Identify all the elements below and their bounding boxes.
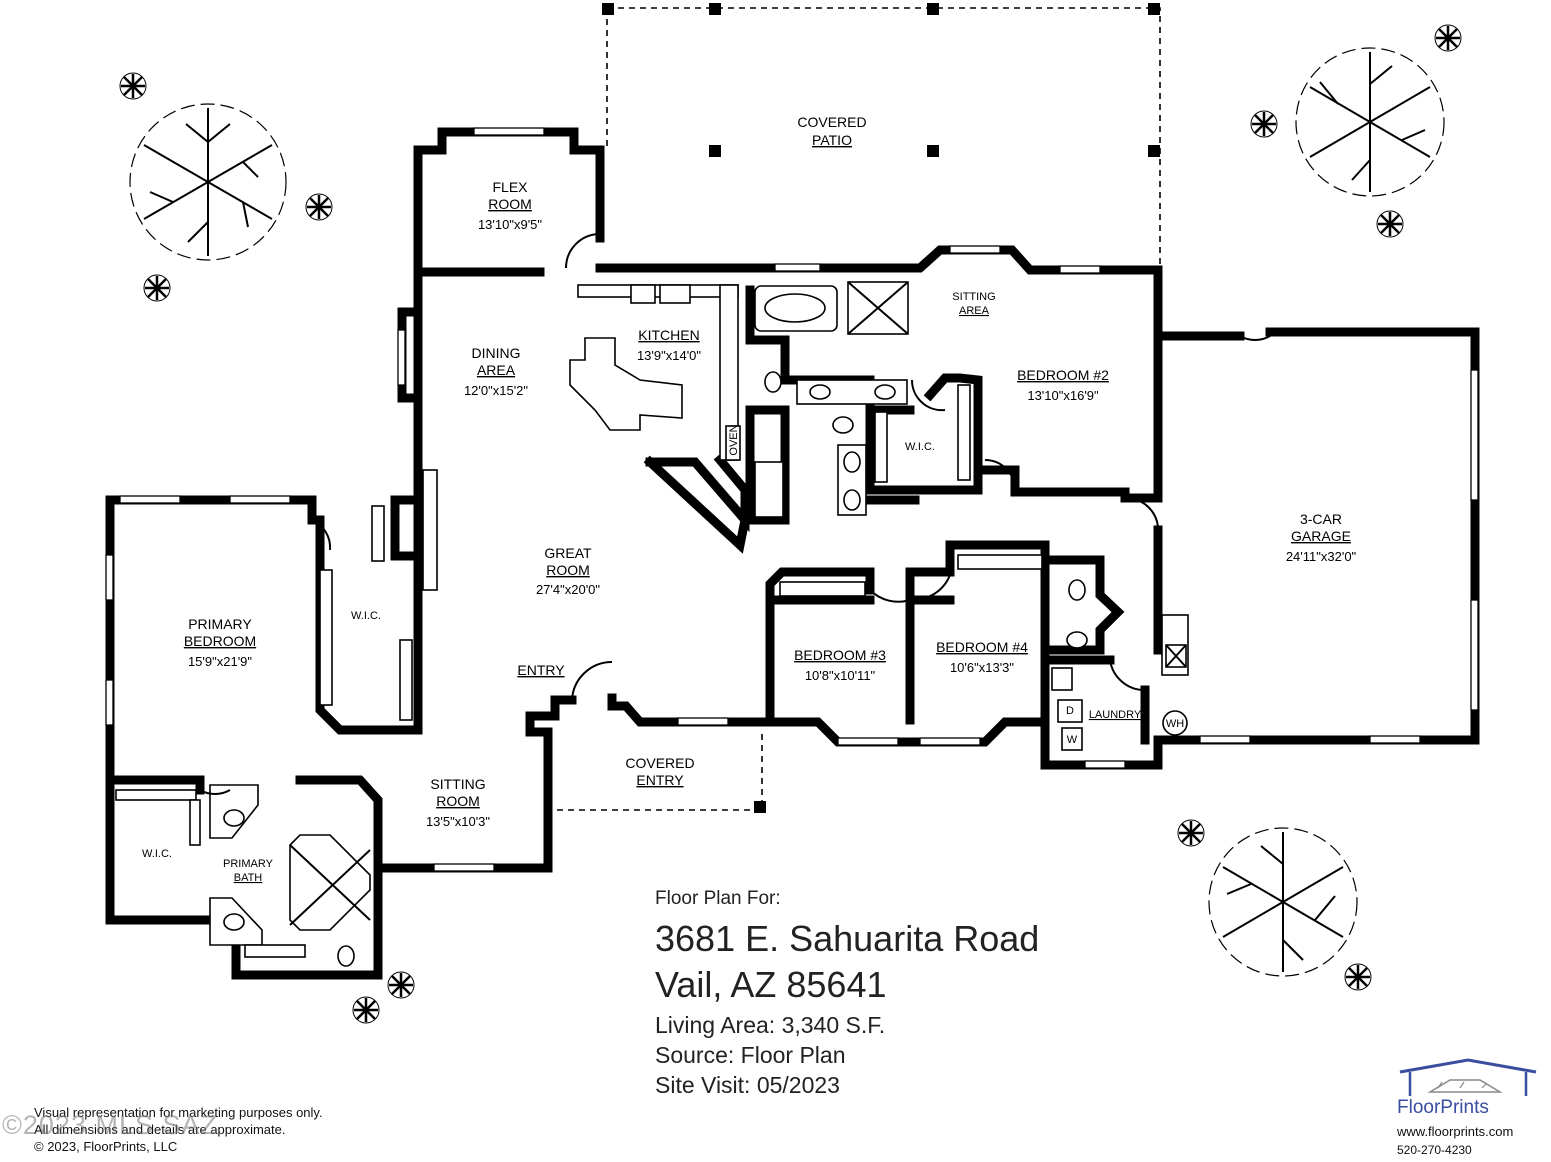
room-labels: COVERED PATIO FLEX ROOM 13'10"x9'5" DINI… bbox=[142, 114, 1357, 884]
wic-bed2-label: W.I.C. bbox=[905, 441, 935, 453]
kitchen-dimensions: 13'9"x14'0" bbox=[637, 348, 701, 363]
interior-walls bbox=[105, 267, 1150, 873]
garage-label-1: 3-CAR bbox=[1300, 511, 1342, 527]
tree-icon bbox=[129, 103, 287, 261]
disclaimer-line-2: All dimensions and details are approxima… bbox=[34, 1122, 286, 1137]
garage-dimensions: 24'11"x32'0" bbox=[1286, 549, 1357, 564]
floor-plan-for-label: Floor Plan For: bbox=[655, 888, 781, 909]
source: Source: Floor Plan bbox=[655, 1042, 846, 1068]
sitting-area-label-1: SITTING bbox=[952, 291, 995, 303]
great-room-label-2: ROOM bbox=[546, 562, 590, 578]
disclaimer-line-3: © 2023, FloorPrints, LLC bbox=[34, 1139, 178, 1154]
garage-label-2: GARAGE bbox=[1291, 528, 1351, 544]
laundry-label: LAUNDRY bbox=[1089, 709, 1142, 721]
fixtures bbox=[115, 233, 1271, 967]
water-heater-label: WH bbox=[1166, 718, 1184, 730]
bedroom4-dimensions: 10'6"x13'3" bbox=[950, 660, 1014, 675]
primary-bedroom-label-1: PRIMARY bbox=[188, 616, 252, 632]
flex-room-label-2: ROOM bbox=[488, 196, 532, 212]
bedroom2-label: BEDROOM #2 bbox=[1017, 367, 1109, 383]
flex-room-dimensions: 13'10"x9'5" bbox=[478, 217, 542, 232]
street-address: 3681 E. Sahuarita Road bbox=[655, 918, 1040, 959]
windows bbox=[105, 127, 1479, 872]
dining-area-dimensions: 12'0"x15'2" bbox=[464, 383, 528, 398]
mls-watermark: ©2023 MLS SAZ bbox=[2, 1110, 218, 1140]
washer-label: W bbox=[1067, 734, 1078, 746]
covered-patio-label-1: COVERED bbox=[797, 114, 866, 130]
sitting-area-label-2: AREA bbox=[959, 305, 990, 317]
wic-primary-label: W.I.C. bbox=[351, 610, 381, 622]
covered-entry-label-1: COVERED bbox=[625, 755, 694, 771]
primary-bedroom-dimensions: 15'9"x21'9" bbox=[188, 654, 252, 669]
wic-bath-label: W.I.C. bbox=[142, 848, 172, 860]
living-area: Living Area: 3,340 S.F. bbox=[655, 1012, 886, 1038]
tree-icon bbox=[1208, 827, 1358, 977]
primary-bath-label-2: BATH bbox=[234, 872, 263, 884]
dining-area-label-1: DINING bbox=[472, 345, 521, 361]
bedroom4-label: BEDROOM #4 bbox=[936, 639, 1028, 655]
tree-icon bbox=[1295, 47, 1445, 197]
dining-area-label-2: AREA bbox=[477, 362, 516, 378]
bedroom3-dimensions: 10'8"x10'11" bbox=[805, 668, 876, 683]
disclaimer-line-1: Visual representation for marketing purp… bbox=[34, 1105, 323, 1120]
brand-name: FloorPrints bbox=[1397, 1097, 1489, 1118]
dryer-label: D bbox=[1066, 705, 1074, 717]
covered-patio-outline bbox=[602, 3, 1161, 268]
great-room-dimensions: 27'4"x20'0" bbox=[536, 582, 600, 597]
sitting-room-label-1: SITTING bbox=[430, 776, 485, 792]
flex-room-label-1: FLEX bbox=[492, 179, 528, 195]
great-room-label-1: GREAT bbox=[544, 545, 592, 561]
bedroom2-dimensions: 13'10"x16'9" bbox=[1027, 388, 1099, 403]
primary-bath-label-1: PRIMARY bbox=[223, 858, 274, 870]
shrub-icon bbox=[119, 24, 1462, 1024]
covered-entry-label-2: ENTRY bbox=[636, 772, 684, 788]
bedroom3-label: BEDROOM #3 bbox=[794, 647, 886, 663]
house-outline-icon bbox=[1399, 1058, 1537, 1096]
disclaimer: Visual representation for marketing purp… bbox=[34, 1104, 323, 1155]
sitting-room-dimensions: 13'5"x10'3" bbox=[426, 814, 490, 829]
entry-label: ENTRY bbox=[517, 662, 565, 678]
city-state-zip: Vail, AZ 85641 bbox=[655, 964, 887, 1005]
oven-label: OVEN bbox=[728, 424, 740, 455]
site-visit: Site Visit: 05/2023 bbox=[655, 1072, 840, 1098]
sitting-room-label-2: ROOM bbox=[436, 793, 480, 809]
covered-patio-label-2: PATIO bbox=[812, 132, 852, 148]
brand-phone: 520-270-4230 bbox=[1397, 1143, 1472, 1157]
brand-website[interactable]: www.floorprints.com bbox=[1397, 1124, 1514, 1139]
covered-entry-outline bbox=[557, 732, 766, 813]
kitchen-label: KITCHEN bbox=[638, 327, 699, 343]
primary-bedroom-label-2: BEDROOM bbox=[184, 633, 256, 649]
